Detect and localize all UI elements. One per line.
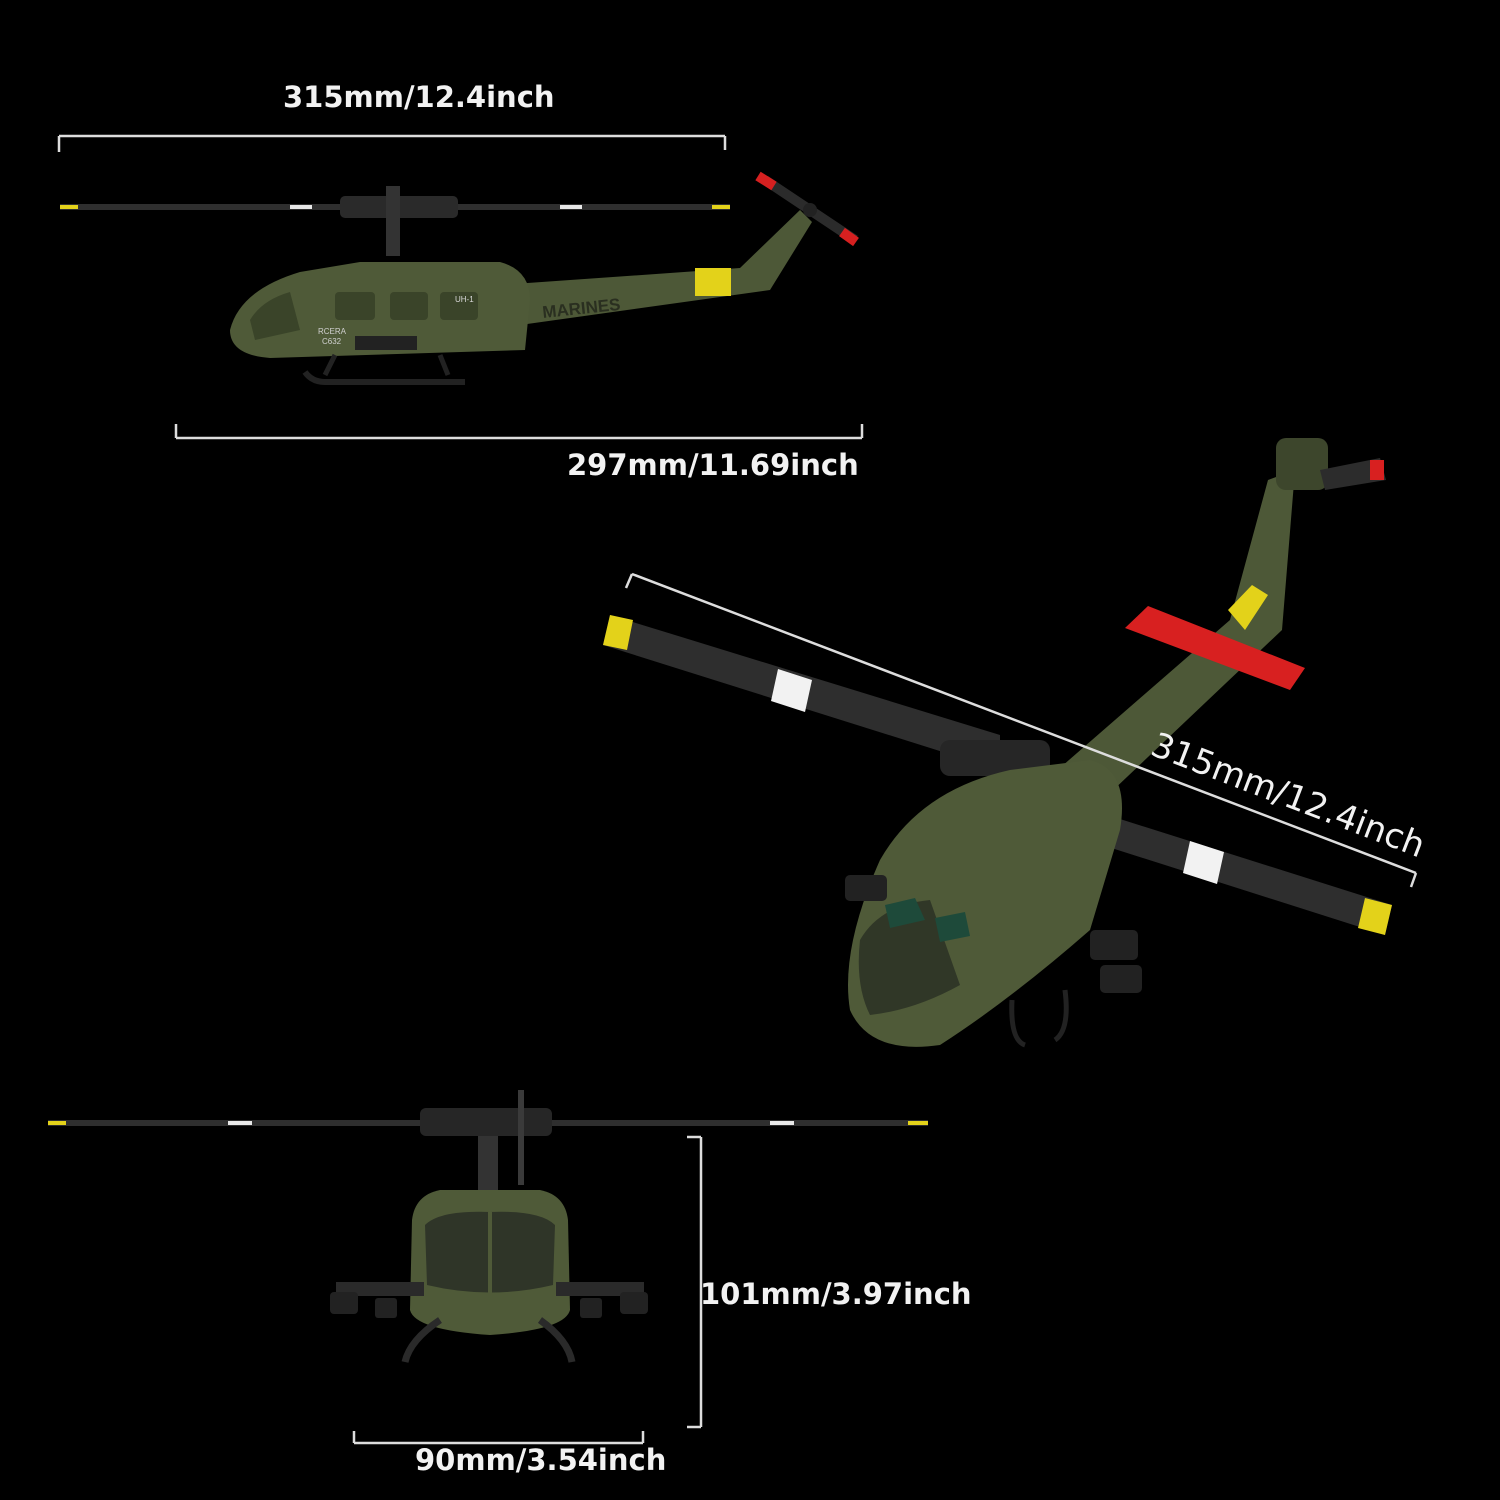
front-view-helicopter xyxy=(48,1090,928,1363)
isometric-view-helicopter xyxy=(603,438,1392,1048)
side-length-dimension-label: 297mm/11.69inch xyxy=(567,448,859,482)
model-tag: UH-1 xyxy=(455,295,474,304)
front-height-dimension-line xyxy=(687,1135,703,1429)
front-height-dimension-label: 101mm/3.97inch xyxy=(700,1277,972,1311)
side-rotor-dimension-line xyxy=(57,134,727,152)
side-rotor-dimension-label: 315mm/12.4inch xyxy=(283,80,555,114)
side-length-dimension-line xyxy=(174,424,864,440)
top-rotor-dimension-line xyxy=(624,572,1418,888)
front-width-dimension-label: 90mm/3.54inch xyxy=(415,1443,667,1477)
code-marking: C632 xyxy=(322,337,342,346)
front-width-dimension-line xyxy=(352,1431,645,1445)
side-view-helicopter: MARINES UH-1 RCERA C632 xyxy=(60,171,859,385)
brand-marking: RCERA xyxy=(318,327,347,336)
